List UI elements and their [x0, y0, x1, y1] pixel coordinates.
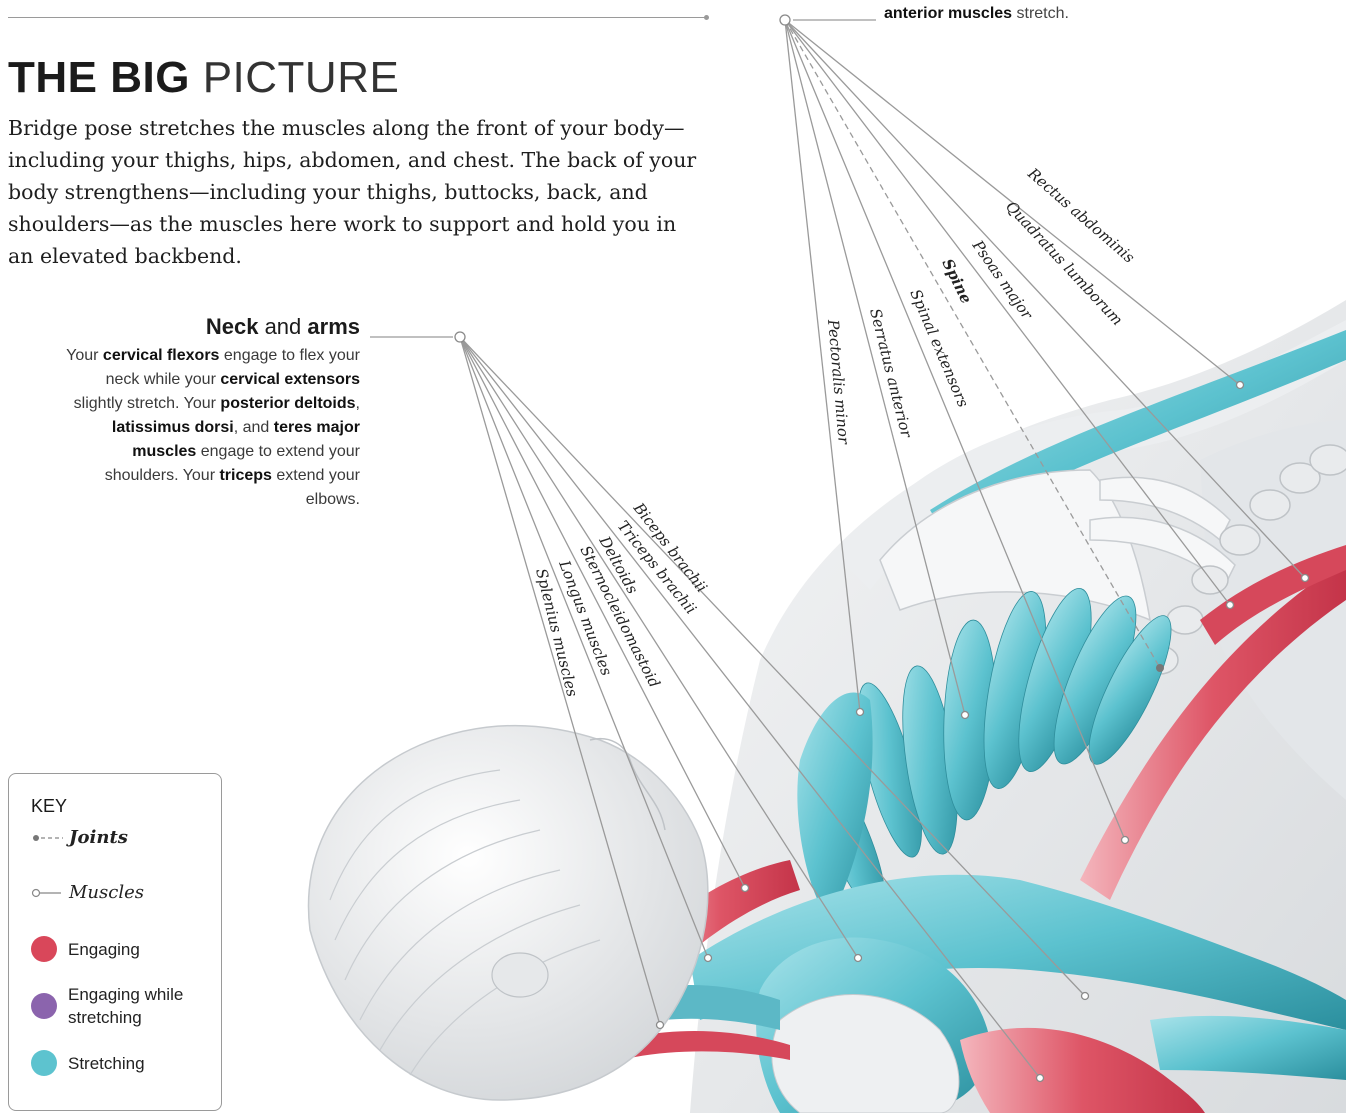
head — [308, 726, 707, 1100]
heading-and: and — [265, 314, 302, 339]
muscle-marker-icon — [31, 887, 67, 899]
heading-arms: arms — [307, 314, 360, 339]
desc-seg: , and — [234, 419, 274, 436]
desc-seg-bold: triceps — [219, 467, 271, 484]
legend-label-joints: Joints — [69, 826, 128, 849]
legend-label-engaging-stretching: Engaging while stretching — [68, 983, 201, 1029]
desc-seg-bold: cervical flexors — [103, 347, 220, 364]
legend-item-muscles: Muscles — [31, 881, 144, 904]
title-light: PICTURE — [203, 53, 400, 102]
desc-seg-bold: cervical extensors — [220, 371, 360, 388]
engaging-stretching-swatch — [31, 993, 57, 1019]
legend-item-engaging: Engaging — [31, 936, 140, 962]
legend-label-engaging: Engaging — [68, 938, 140, 961]
neck-arms-description: Your cervical flexors engage to flex you… — [60, 344, 360, 512]
label-pectoralis-minor: Pectoralis minor — [824, 318, 853, 446]
title-bold: THE BIG — [8, 53, 190, 102]
label-rectus-abdominis: Rectus abdominis — [1024, 164, 1139, 267]
page-title: THE BIG PICTURE — [8, 52, 399, 104]
legend-box: KEY Joints Muscles Engaging Engaging whi… — [8, 773, 222, 1111]
intro-paragraph: Bridge pose stretches the muscles along … — [8, 112, 698, 272]
top-divider-dot — [704, 15, 709, 20]
engaging-swatch — [31, 936, 57, 962]
desc-seg: extend your elbows. — [272, 467, 360, 508]
desc-seg-bold: latissimus dorsi — [112, 419, 234, 436]
label-serratus-anterior: Serratus anterior — [866, 307, 916, 440]
desc-seg: , — [356, 395, 360, 412]
stretching-swatch — [31, 1050, 57, 1076]
anterior-caption-rest: stretch. — [1012, 5, 1069, 22]
legend-item-stretching: Stretching — [31, 1050, 145, 1076]
top-divider — [8, 17, 708, 18]
desc-seg: slightly stretch. Your — [74, 395, 221, 412]
desc-seg: Your — [66, 347, 103, 364]
heading-neck: Neck — [206, 314, 259, 339]
desc-seg-bold: posterior deltoids — [220, 395, 355, 412]
anterior-muscles-caption: anterior muscles stretch. — [884, 3, 1069, 25]
legend-item-engaging-stretching: Engaging while stretching — [31, 983, 201, 1029]
legend-label-stretching: Stretching — [68, 1052, 145, 1075]
neck-arms-heading: Neck and arms — [206, 312, 360, 342]
anterior-caption-bold: anterior muscles — [884, 5, 1012, 22]
spine-joint-dot — [1156, 664, 1164, 672]
joint-marker-icon — [31, 832, 67, 844]
legend-item-joints: Joints — [31, 826, 128, 849]
legend-title: KEY — [31, 796, 67, 817]
legend-label-muscles: Muscles — [69, 881, 144, 904]
